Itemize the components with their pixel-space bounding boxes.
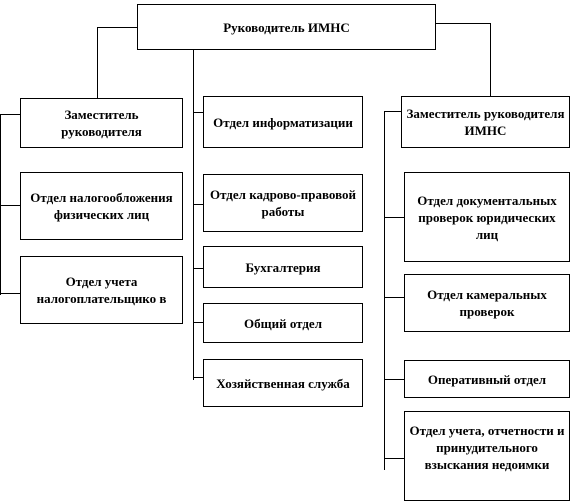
- head-box: Руководитель ИМНС: [137, 4, 436, 50]
- connector-line: [97, 27, 137, 28]
- connector-line: [193, 322, 203, 323]
- right-unit-box: Отдел камеральных проверок: [404, 274, 570, 332]
- connector-line: [490, 23, 491, 98]
- connector-line: [384, 458, 404, 459]
- connector-line: [0, 114, 20, 115]
- right-unit-box: Отдел учета, отчетности и принудительног…: [404, 411, 570, 501]
- connector-line: [193, 50, 194, 380]
- connector-line: [0, 205, 20, 206]
- middle-unit-box: Бухгалтерия: [203, 246, 363, 288]
- connector-line: [97, 27, 98, 98]
- left-unit-box: Отдел учета налогоплательщико в: [20, 256, 183, 324]
- connector-line: [0, 293, 20, 294]
- middle-unit-box: Хозяйственная служба: [203, 359, 363, 407]
- connector-line: [0, 114, 1, 295]
- connector-line: [384, 111, 401, 112]
- middle-unit-box: Общий отдел: [203, 303, 363, 343]
- connector-line: [384, 379, 404, 380]
- connector-line: [384, 217, 404, 218]
- middle-unit-box: Отдел кадрово-правовой работы: [203, 174, 363, 232]
- connector-line: [384, 297, 404, 298]
- connector-line: [193, 204, 203, 205]
- connector-line: [193, 268, 203, 269]
- connector-line: [384, 111, 385, 470]
- connector-line: [436, 23, 490, 24]
- right-unit-box: Отдел документальных проверок юридически…: [404, 172, 570, 262]
- right-unit-box: Оперативный отдел: [404, 360, 570, 398]
- connector-line: [193, 377, 203, 378]
- middle-unit-box: Отдел информатизации: [203, 96, 363, 148]
- right-deputy-box: Заместитель руководителя ИМНС: [401, 96, 570, 148]
- left-unit-box: Отдел налогообложения физических лиц: [20, 172, 183, 240]
- left-deputy-box: Заместитель руководителя: [20, 98, 183, 148]
- connector-line: [193, 112, 203, 113]
